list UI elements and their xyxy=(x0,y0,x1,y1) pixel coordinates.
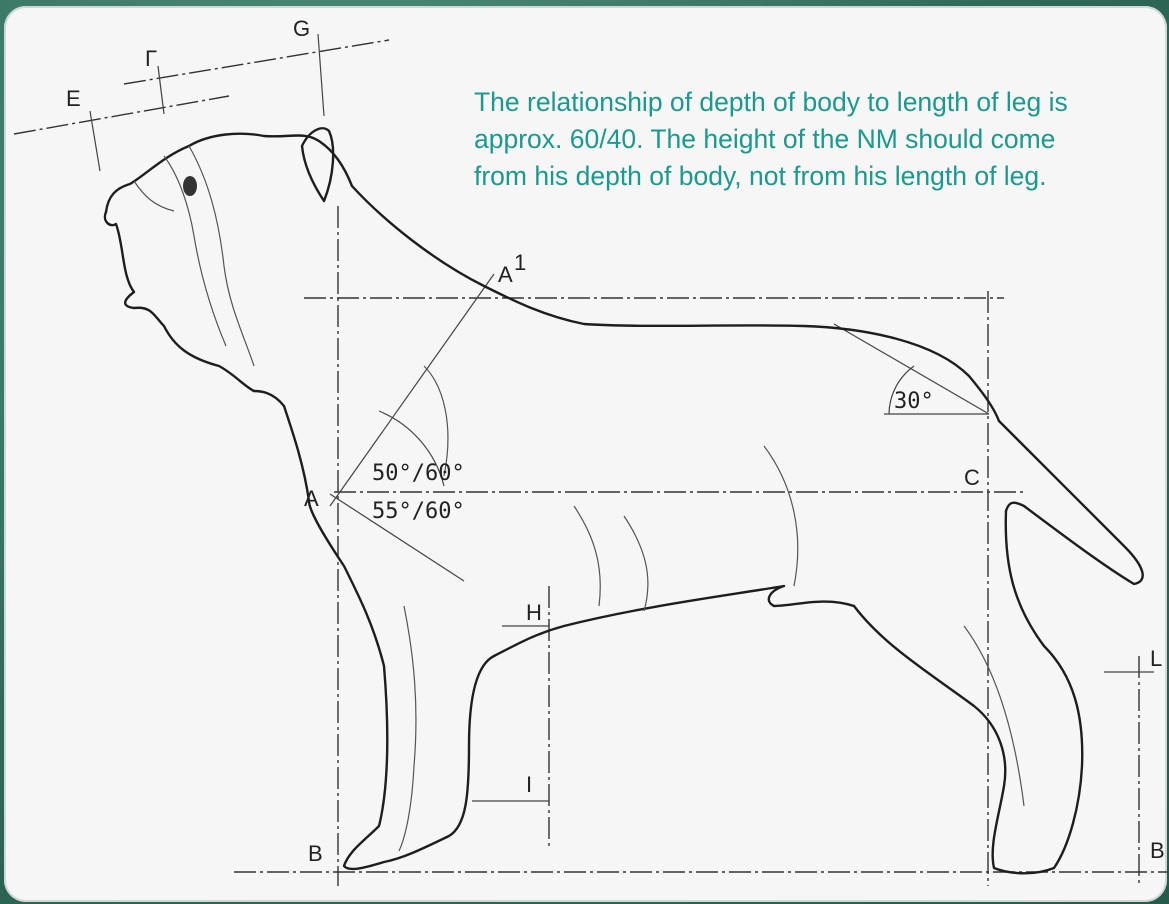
label-a1-sup: 1 xyxy=(514,250,526,275)
dog-outline xyxy=(105,128,1143,873)
front-leg-detail xyxy=(399,606,416,851)
head-line-e xyxy=(14,96,229,134)
hock-detail xyxy=(964,626,1024,806)
flank-line xyxy=(764,446,798,586)
label-b: B xyxy=(308,841,323,866)
angle-tail: 30° xyxy=(894,389,934,414)
angle-shoulder-lower: 55°/60° xyxy=(372,499,465,524)
rib-line-1 xyxy=(574,506,600,606)
belly-line xyxy=(494,586,854,656)
proportion-caption: The relationship of depth of body to len… xyxy=(474,84,1114,195)
label-c: C xyxy=(964,465,980,490)
label-a: A xyxy=(304,486,319,511)
tail xyxy=(999,421,1143,584)
neck-back-line xyxy=(352,186,999,421)
label-g: G xyxy=(293,16,310,41)
label-i: I xyxy=(526,772,532,797)
face-fold-3 xyxy=(134,181,174,211)
label-l: L xyxy=(1150,646,1162,671)
hind-leg xyxy=(854,511,1082,873)
label-gamma: Γ xyxy=(145,46,157,71)
rib-line-2 xyxy=(624,516,648,611)
label-h: H xyxy=(526,600,542,625)
label-a1: A xyxy=(498,262,513,287)
head-line-gamma xyxy=(124,40,389,84)
label-b-right: B xyxy=(1150,838,1165,863)
head-top xyxy=(106,134,352,212)
diagram-panel: G Γ E A 1 A C H I B L B 30° 50°/60° 55°/… xyxy=(4,6,1167,902)
angle-shoulder-upper: 50°/60° xyxy=(372,461,465,486)
eye xyxy=(183,176,197,196)
face-fold-2 xyxy=(189,146,254,366)
gamma-tick xyxy=(158,66,164,114)
g-tick xyxy=(318,34,324,116)
shoulder-muscle xyxy=(424,366,448,476)
label-e: E xyxy=(66,86,81,111)
